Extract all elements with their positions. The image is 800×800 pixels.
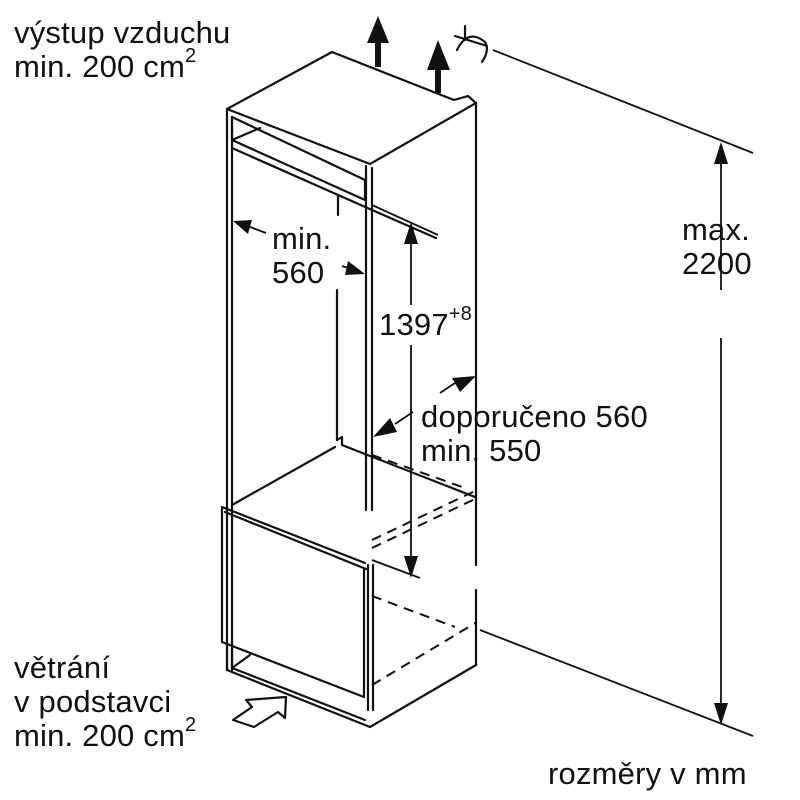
- inner-guides: [335, 288, 477, 499]
- air-outlet-label-line1: výstup vzduchu: [14, 15, 231, 50]
- shelf: [220, 445, 478, 571]
- cabinet-top: [225, 50, 478, 672]
- air-outlet-label: výstup vzduchu min. 200 cm2: [14, 16, 230, 84]
- depth-dimension: [373, 376, 477, 437]
- max-height-dimension: [479, 49, 754, 737]
- up-arrow-icon: [367, 16, 450, 93]
- appliance-front: [220, 505, 375, 712]
- max-height-label: max. 2200: [682, 212, 752, 281]
- depth-label: doporučeno 560 min. 550: [421, 399, 648, 468]
- niche-width-dimension: [233, 220, 365, 275]
- air-outlet-label-line2: min. 200 cm2: [14, 45, 197, 84]
- arc-symbol-icon: [453, 24, 489, 64]
- niche-height-label: 1397+8: [379, 303, 472, 342]
- base-vent-label: větrání v podstavci min. 200 cm2: [14, 650, 197, 753]
- plinth: [225, 588, 478, 729]
- units-note: rozměry v mm: [548, 756, 747, 791]
- niche-width-label: min. 560: [272, 221, 332, 290]
- niche-height-dimension: [371, 204, 439, 579]
- hollow-arrow-icon: [231, 695, 288, 729]
- hidden-lines: [371, 454, 478, 686]
